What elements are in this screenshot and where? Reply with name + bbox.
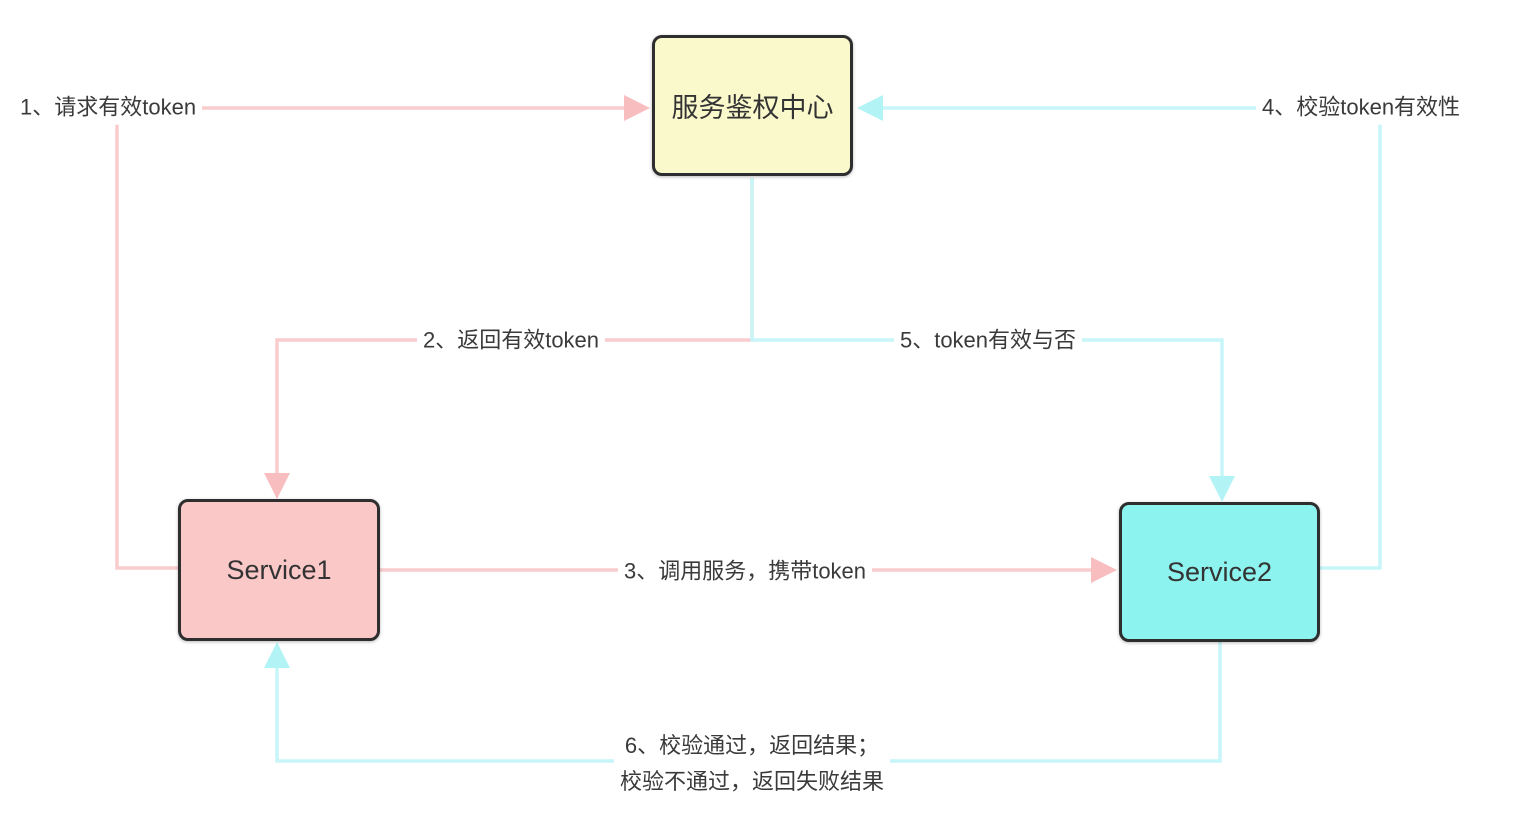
node-service2: Service2	[1119, 502, 1320, 642]
edge-label-4: 4、校验token有效性	[1256, 91, 1467, 125]
node-service1-label: Service1	[226, 554, 332, 585]
edge-label-1: 1、请求有效token	[14, 91, 203, 125]
edge-label-5: 5、token有效与否	[893, 324, 1083, 358]
edge-label-6-line1: 6、校验通过，返回结果；	[624, 733, 880, 758]
edge-label-3: 3、调用服务，携带token	[617, 555, 873, 589]
node-auth-center: 服务鉴权中心	[652, 35, 853, 176]
edge-label-6-line2: 校验不通过，返回失败结果	[619, 769, 885, 794]
edge-label-6: 6、校验通过，返回结果； 校验不通过，返回失败结果	[613, 726, 891, 802]
node-service2-label: Service2	[1166, 556, 1273, 587]
node-auth-center-label: 服务鉴权中心	[671, 93, 834, 123]
edge-label-2: 2、返回有效token	[416, 324, 606, 358]
node-service1: Service1	[178, 499, 380, 641]
